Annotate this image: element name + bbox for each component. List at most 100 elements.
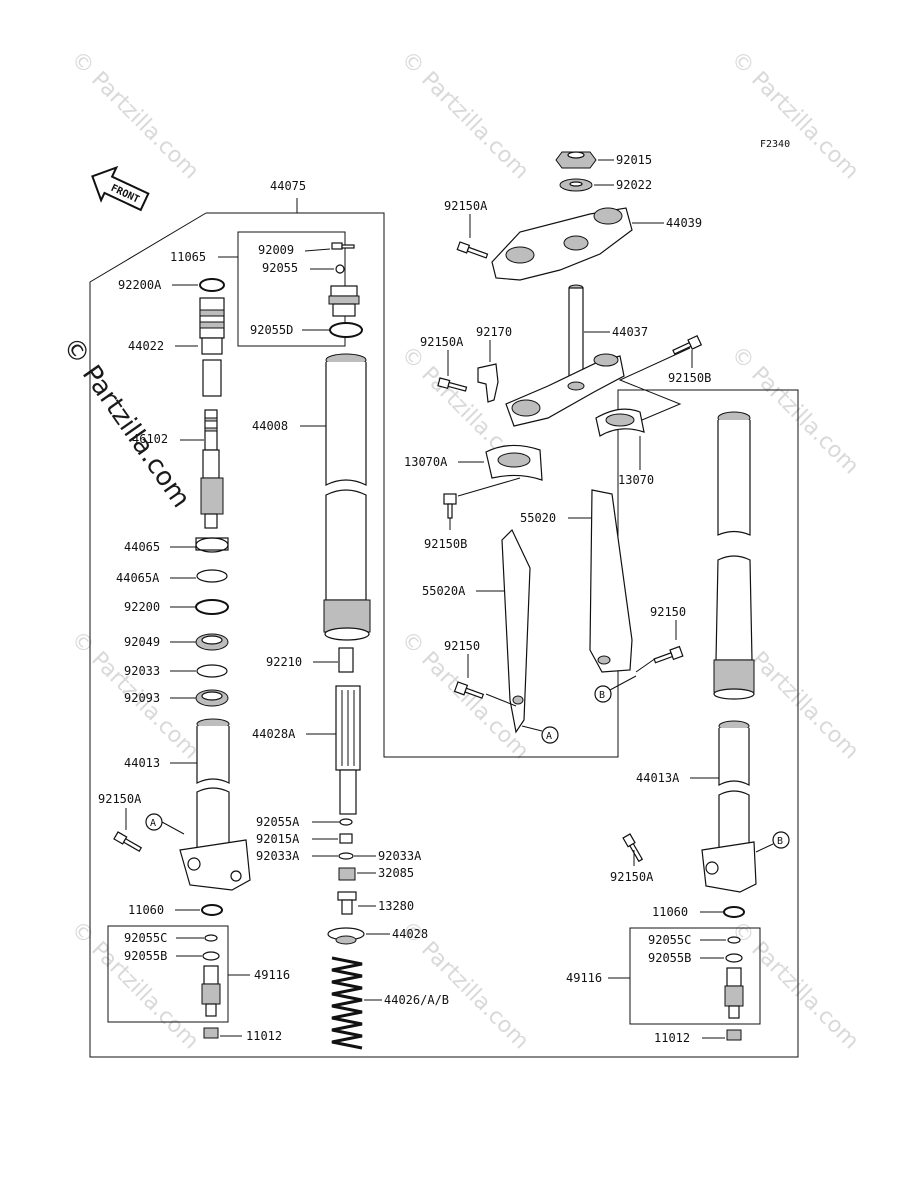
left-fork-outline: [89, 212, 799, 1058]
part-92150B-bolt-top: [672, 334, 703, 355]
part-44013-inner-tube: [179, 718, 251, 891]
part-49116-valve-right: [724, 967, 744, 1019]
label-92150A-right: 92150A: [610, 870, 654, 884]
label-92150-right: 92150: [650, 605, 686, 619]
part-44028-seat: [327, 927, 365, 945]
callout-B-right: B: [755, 831, 790, 853]
label-11060-left: 11060: [128, 903, 164, 917]
callout-B-text: B: [777, 836, 783, 847]
label-44065A: 44065A: [116, 571, 160, 585]
part-49116-valve-left: [201, 965, 221, 1017]
label-44022: 44022: [128, 339, 164, 353]
kit-box-49116-right: [629, 927, 761, 1025]
label-44037: 44037: [612, 325, 648, 339]
label-92150A-top: 92150A: [444, 199, 488, 213]
label-44028: 44028: [392, 927, 428, 941]
label-44075: 44075: [270, 179, 306, 193]
part-92150A-bolt-mid: [437, 377, 468, 392]
part-92015-nut: [555, 151, 597, 169]
part-13070A-clamp: [485, 444, 543, 481]
part-44013A-inner-tube: [701, 720, 757, 893]
label-92033: 92033: [124, 664, 160, 678]
label-92200: 92200: [124, 600, 160, 614]
part-55020-guard: [589, 489, 633, 673]
part-92150B-bolt-mid: [443, 493, 457, 519]
label-92150A-left: 92150A: [98, 792, 142, 806]
part-92150A-bolt-left: [113, 831, 143, 853]
label-92150B-top: 92150B: [668, 371, 711, 385]
label-92055D: 92055D: [250, 323, 293, 337]
label-11060-right: 11060: [652, 905, 688, 919]
label-44013A: 44013A: [636, 771, 680, 785]
callout-B-top: B: [594, 675, 637, 703]
callout-B-text: B: [599, 690, 605, 701]
label-55020A: 55020A: [422, 584, 466, 598]
label-32085: 32085: [378, 866, 414, 880]
part-44028A-rod: [335, 685, 361, 815]
figure-code: F2340: [760, 139, 790, 150]
part-92150A-bolt-top: [456, 241, 489, 259]
label-49116-left: 49116: [254, 968, 290, 982]
label-49116-right: 49116: [566, 971, 602, 985]
label-92200A: 92200A: [118, 278, 162, 292]
label-44028A: 44028A: [252, 727, 296, 741]
watermark-text: © Partzilla.com: [396, 47, 534, 185]
part-13280: [337, 891, 357, 915]
label-44013: 44013: [124, 756, 160, 770]
label-46102: 46102: [132, 432, 168, 446]
label-92055B-left: 92055B: [124, 949, 167, 963]
part-92150-bolt-mid: [453, 681, 485, 699]
callout-A-text: A: [150, 818, 156, 829]
label-92055C-right: 92055C: [648, 933, 691, 947]
label-13070A: 13070A: [404, 455, 448, 469]
label-92170: 92170: [476, 325, 512, 339]
part-valve-cap: [328, 285, 360, 317]
part-44037-steering-stem: [505, 284, 625, 427]
part-44039-top-clamp: [491, 207, 633, 281]
label-11012-right: 11012: [654, 1031, 690, 1045]
label-92015A: 92015A: [256, 832, 300, 846]
label-92033A-left: 92033A: [256, 849, 300, 863]
kit-box-49116-left: [107, 925, 229, 1023]
watermark-text: © Partzilla.com: [66, 47, 204, 185]
label-92093: 92093: [124, 691, 160, 705]
part-55020A-guard: [501, 528, 531, 734]
watermark-main: © Partzilla.com: [56, 332, 196, 514]
label-92033A-right: 92033A: [378, 849, 422, 863]
label-92022: 92022: [616, 178, 652, 192]
label-92150-mid: 92150: [444, 639, 480, 653]
label-11065: 11065: [170, 250, 206, 264]
label-55020: 55020: [520, 511, 556, 525]
part-44022-rod: [199, 297, 225, 529]
callout-A-top: A: [521, 725, 559, 744]
watermark-text: © Partzilla.com: [726, 917, 864, 1055]
part-13070-clamp: [595, 408, 645, 437]
callout-A-text: A: [546, 731, 552, 742]
part-92170-bracket: [477, 363, 499, 403]
label-11012-left: 11012: [246, 1029, 282, 1043]
front-arrow-icon: FRONT: [91, 165, 150, 212]
label-92055A: 92055A: [256, 815, 300, 829]
label-13280: 13280: [378, 899, 414, 913]
label-92150A-mid: 92150A: [420, 335, 464, 349]
part-92150-bolt-right: [653, 645, 684, 664]
label-44026: 44026/A/B: [384, 993, 449, 1007]
part-92009-bolt: [331, 242, 355, 250]
label-92055C-left: 92055C: [124, 931, 167, 945]
part-92210: [338, 647, 354, 673]
label-44039: 44039: [666, 216, 702, 230]
label-92015: 92015: [616, 153, 652, 167]
label-92150B-mid: 92150B: [424, 537, 467, 551]
part-32085: [338, 867, 356, 881]
watermark-text: © Partzilla.com: [726, 47, 864, 185]
label-92210: 92210: [266, 655, 302, 669]
callout-A-left: A: [145, 813, 185, 835]
label-44065: 44065: [124, 540, 160, 554]
label-92049: 92049: [124, 635, 160, 649]
label-92055B-right: 92055B: [648, 951, 691, 965]
label-92009: 92009: [258, 243, 294, 257]
label-13070: 13070: [618, 473, 654, 487]
label-44008: 44008: [252, 419, 288, 433]
part-44008-outer-tube: [323, 353, 371, 641]
